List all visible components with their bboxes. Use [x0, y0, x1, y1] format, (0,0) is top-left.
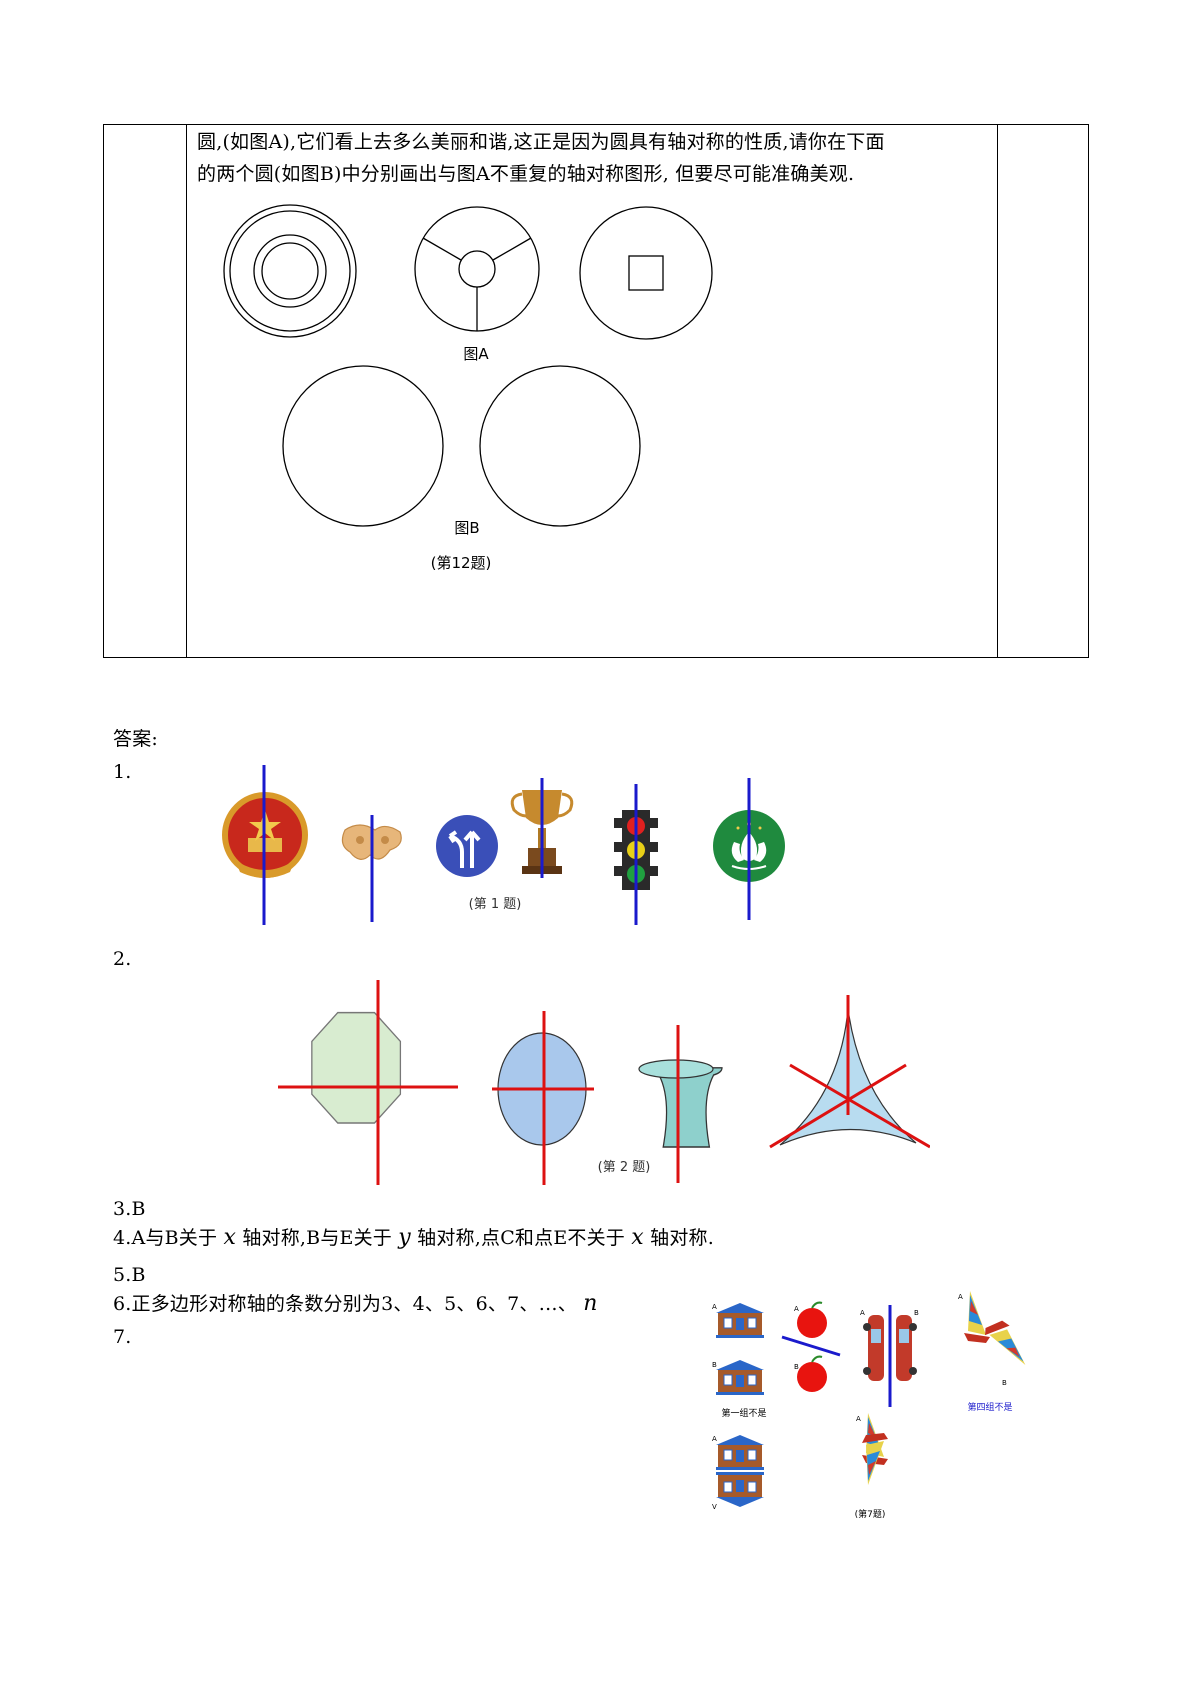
boat-icon-rotated — [982, 1316, 1031, 1375]
answer-4-x-var: x — [223, 1225, 237, 1250]
road-sign-icon — [436, 815, 498, 877]
boat-icon — [964, 1291, 990, 1343]
question-caption: (第12题) — [431, 554, 492, 572]
label-v: V — [712, 1503, 717, 1511]
house-icon-flipped — [715, 1471, 765, 1508]
answer-4-part-3: 轴对称,点C和点E不关于 — [417, 1227, 626, 1249]
question-table: 圆,(如图A),它们看上去多么美丽和谐,这正是因为圆具有轴对称的性质,请你在下面… — [103, 124, 1089, 658]
label-a: A — [712, 1303, 717, 1311]
label-b: B — [712, 1361, 717, 1369]
label-b: B — [794, 1363, 799, 1371]
axis-line — [789, 1063, 930, 1149]
house-icon — [715, 1359, 765, 1396]
answer-4-part-4: 轴对称. — [650, 1227, 714, 1249]
question-line-2: 的两个圆(如图B)中分别画出与图A不重复的轴对称图形, 但要尽可能准确美观. — [197, 163, 855, 185]
answers-heading: 答案: — [113, 728, 159, 750]
answer-6-n-var: n — [583, 1291, 598, 1316]
answer-1-figures: (第 1 题) — [222, 765, 785, 925]
answer-7-number: 7. — [113, 1326, 132, 1348]
answer-2-figures: (第 2 题) — [278, 980, 930, 1185]
answer-3: 3.B — [113, 1198, 146, 1220]
house-icon — [715, 1434, 765, 1471]
answer-4-part-1: 4.A与B关于 — [113, 1227, 218, 1249]
answer-5: 5.B — [113, 1264, 146, 1286]
answer-2-caption: (第 2 题) — [598, 1160, 651, 1175]
group-1-label: 第一组不是 — [721, 1407, 766, 1419]
apple-icon — [797, 1301, 827, 1338]
apple-icon — [797, 1355, 827, 1392]
coin-square-figure — [579, 206, 713, 340]
house-icon — [715, 1302, 765, 1339]
car-icon — [896, 1315, 917, 1381]
label-a: A — [794, 1305, 799, 1313]
axis-line — [769, 1063, 907, 1149]
answer-2-number: 2. — [113, 948, 132, 970]
figure-a-label: 图A — [463, 345, 489, 363]
table-divider-left — [186, 125, 187, 657]
answer-7-caption: (第7题) — [855, 1508, 886, 1520]
question-line-1: 圆,(如图A),它们看上去多么美丽和谐,这正是因为圆具有轴对称的性质,请你在下面 — [197, 131, 885, 153]
table-divider-right — [997, 125, 998, 657]
answer-4-part-2: 轴对称,B与E关于 — [242, 1227, 393, 1249]
answer-4-y-var: y — [398, 1225, 411, 1250]
octagon-shape — [311, 1011, 402, 1124]
blank-circle-right — [479, 365, 641, 527]
label-a: A — [958, 1293, 963, 1301]
answer-4-x-var-2: x — [631, 1225, 644, 1250]
wheel-spoke-figure — [414, 206, 540, 332]
axis-line — [781, 1335, 841, 1357]
barrel-shape — [649, 1067, 723, 1148]
group-4-label: 第四组不是 — [967, 1401, 1012, 1413]
answer-4: 4.A与B关于 x 轴对称,B与E关于 y 轴对称,点C和点E不关于 x 轴对称… — [113, 1222, 714, 1254]
figure-a-b: 图A 图B (第12题) — [223, 204, 713, 572]
answer-7-figures: A B 第一组不是 A V A B A B A (第7题) A B 第四组不是 — [712, 1291, 1031, 1520]
barrel-top — [638, 1059, 714, 1079]
answer-1-number: 1. — [113, 761, 132, 783]
label-a: A — [856, 1415, 861, 1423]
answer-6: 6.正多边形对称轴的条数分别为3、4、5、6、7、…、 n — [113, 1288, 598, 1320]
concentric-circle-figure — [223, 204, 357, 338]
label-a: A — [860, 1309, 865, 1317]
answer-1-caption: (第 1 题) — [469, 897, 522, 912]
label-a: A — [712, 1435, 717, 1443]
label-b: B — [1002, 1379, 1007, 1387]
blank-circle-left — [282, 365, 444, 527]
car-icon — [863, 1315, 884, 1381]
label-b: B — [914, 1309, 919, 1317]
figure-b-label: 图B — [454, 519, 479, 537]
answer-6-text: 6.正多边形对称轴的条数分别为3、4、5、6、7、…、 — [113, 1293, 577, 1315]
